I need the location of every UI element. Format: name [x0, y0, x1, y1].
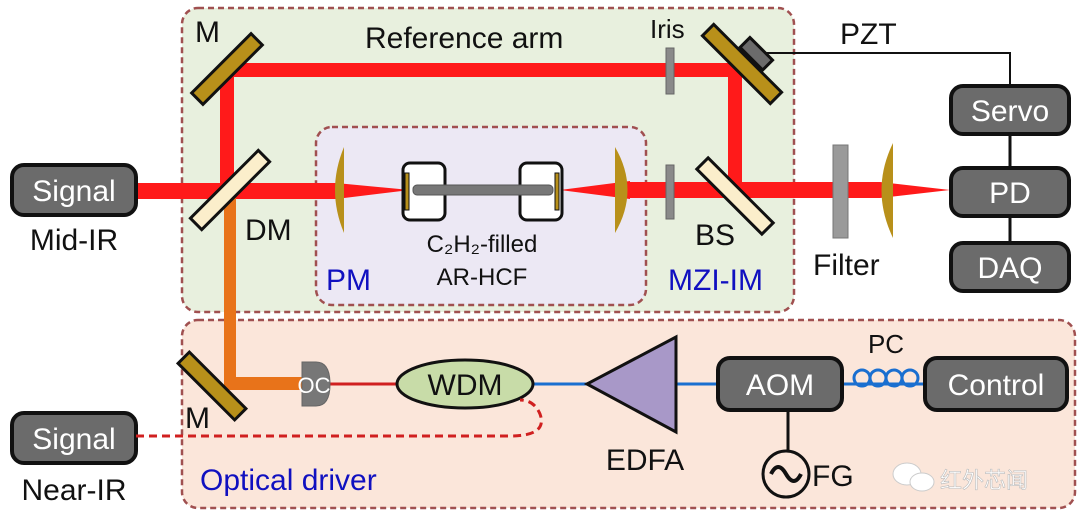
lens-1-icon — [335, 147, 344, 233]
watermark-text: 红外芯闻 — [940, 469, 1028, 494]
iris-label: Iris — [650, 14, 685, 44]
mirror-bottom — [175, 349, 249, 423]
pzt-label: PZT — [840, 18, 897, 51]
function-generator-icon — [761, 449, 811, 499]
pzt-mirror — [700, 22, 784, 106]
optical-coupler-icon — [301, 361, 331, 407]
daq-text: DAQ — [977, 252, 1042, 285]
optical-driver-region — [180, 318, 1077, 510]
signal-mid-ir-text: Signal — [32, 175, 115, 208]
wdm-ellipse — [395, 358, 535, 410]
hollow-core-fiber-cell — [401, 161, 564, 222]
pd-text: PD — [989, 177, 1031, 210]
iris-top-icon — [665, 47, 675, 95]
mirror-bottom-label: M — [185, 402, 210, 435]
mirror-top-label: M — [195, 16, 220, 49]
pd-box — [949, 166, 1071, 218]
wechat-icon — [892, 462, 935, 492]
wdm-text: WDM — [428, 369, 503, 402]
control-box — [923, 356, 1069, 412]
signal-near-ir-text: Signal — [32, 423, 115, 456]
lens-3-icon — [881, 143, 893, 238]
mid-ir-beam — [136, 63, 950, 199]
signal-mid-ir-box — [10, 163, 138, 217]
filter-label: Filter — [813, 249, 880, 282]
aom-text: AOM — [746, 369, 814, 402]
control-text: Control — [948, 369, 1045, 402]
iris-bottom-icon — [665, 164, 675, 220]
servo-box — [949, 84, 1071, 136]
polarization-controller-icon — [852, 368, 920, 388]
near-ir-fiber-dashed — [136, 398, 543, 438]
daq-box — [949, 241, 1071, 293]
oc-text: OC — [298, 373, 331, 398]
reference-arm-label: Reference arm — [365, 22, 563, 55]
edfa-label: EDFA — [606, 444, 684, 477]
edfa-amplifier-icon — [583, 334, 678, 435]
signal-near-ir-box — [10, 411, 138, 465]
beam-splitter — [694, 155, 776, 237]
filter-icon — [832, 144, 849, 239]
mzi-im-label: MZI-IM — [668, 264, 763, 297]
optical-driver-label: Optical driver — [200, 464, 377, 497]
pzt-servo-wire — [766, 52, 1011, 88]
fiber-label-line1: C₂H₂-filled — [427, 231, 538, 258]
near-ir-label: Near-IR — [21, 474, 126, 507]
fiber-label-line2: AR-HCF — [437, 264, 528, 291]
servo-text: Servo — [971, 95, 1049, 128]
mid-ir-label: Mid-IR — [30, 224, 118, 257]
pm-label: PM — [326, 264, 371, 297]
bs-label: BS — [695, 219, 735, 252]
pc-label: PC — [868, 329, 904, 359]
mirror-top — [189, 31, 265, 107]
fg-label: FG — [812, 460, 854, 493]
lens-2-icon — [615, 147, 628, 233]
dm-label: DM — [245, 214, 292, 247]
near-ir-beam — [224, 198, 302, 390]
aom-box — [716, 356, 844, 412]
dichroic-mirror — [188, 148, 272, 232]
